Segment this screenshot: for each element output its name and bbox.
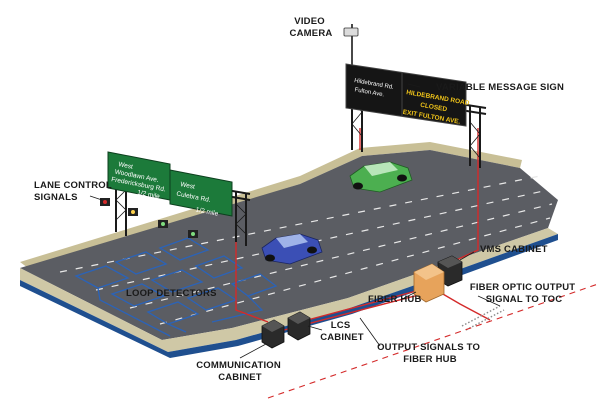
callout-leaders	[89, 83, 501, 359]
label-video-camera-line-1: CAMERA	[290, 28, 333, 39]
fiber-hub-box	[413, 263, 445, 303]
vms-board: Hildebrand Rd. Fulton Ave. HILDEBRAND RO…	[345, 63, 470, 127]
label-output-signals-line-1: FIBER HUB	[403, 354, 457, 365]
label-comm-cabinet-line-1: CABINET	[218, 372, 262, 383]
label-fiber-output-line-1: SIGNAL TO TOC	[486, 294, 563, 305]
lane-control-signal-heads	[100, 198, 198, 238]
green-sign-right: West Culebra Rd. 1/2 mile	[169, 169, 233, 218]
label-output-signals: OUTPUT SIGNALS TO FIBER HUB	[377, 342, 483, 365]
sign-left-line-0: West	[118, 161, 134, 171]
lane-markings	[59, 175, 553, 325]
green-sign-left: West Woodlawn Ave. Fredericksburg Rd. 1/…	[107, 151, 171, 201]
label-fiber-output-line-0: FIBER OPTIC OUTPUT	[470, 282, 575, 293]
label-video-camera: VIDEO CAMERA	[290, 16, 333, 39]
sign-right-line-0: West	[180, 181, 196, 191]
label-fiber-optic-output: FIBER OPTIC OUTPUT SIGNAL TO TOC	[470, 282, 578, 305]
label-lcs-cabinet-line-1: CABINET	[320, 332, 364, 343]
label-loop-detectors: LOOP DETECTORS	[126, 288, 217, 299]
label-lcs-cabinet-line-0: LCS	[331, 320, 351, 331]
loop-detectors	[74, 237, 278, 337]
sign-left-line-3: 1/2 mile	[137, 189, 161, 200]
vms-left-line-1: Fulton Ave.	[354, 87, 385, 98]
video-camera-icon	[343, 27, 359, 37]
car-green	[349, 161, 413, 193]
toc-boundary-dashed	[267, 283, 599, 399]
label-lcs-line-1: SIGNALS	[34, 192, 78, 203]
label-fiber-hub: FIBER HUB	[368, 294, 422, 305]
label-communication-cabinet: COMMUNICATION CABINET	[196, 360, 284, 383]
label-lane-control-signals: LANE CONTROL SIGNALS	[34, 180, 115, 203]
label-vms-cabinet: VMS CABINET	[480, 244, 548, 255]
label-lcs-line-0: LANE CONTROL	[34, 180, 112, 191]
label-comm-cabinet-line-0: COMMUNICATION	[196, 360, 281, 371]
label-lcs-cabinet: LCS CABINET	[320, 320, 364, 343]
label-video-camera-line-0: VIDEO	[294, 16, 325, 27]
label-output-signals-line-0: OUTPUT SIGNALS TO	[377, 342, 480, 353]
sign-right-line-2: 1/2 mile	[195, 207, 219, 218]
communication-cabinet	[261, 319, 285, 349]
lcs-cabinet	[287, 311, 311, 341]
vms-right-line-1: CLOSED	[420, 102, 448, 114]
road-far-shoulder	[20, 142, 522, 268]
label-variable-message-sign: VARIABLE MESSAGE SIGN	[436, 82, 564, 93]
car-blue	[261, 233, 323, 265]
